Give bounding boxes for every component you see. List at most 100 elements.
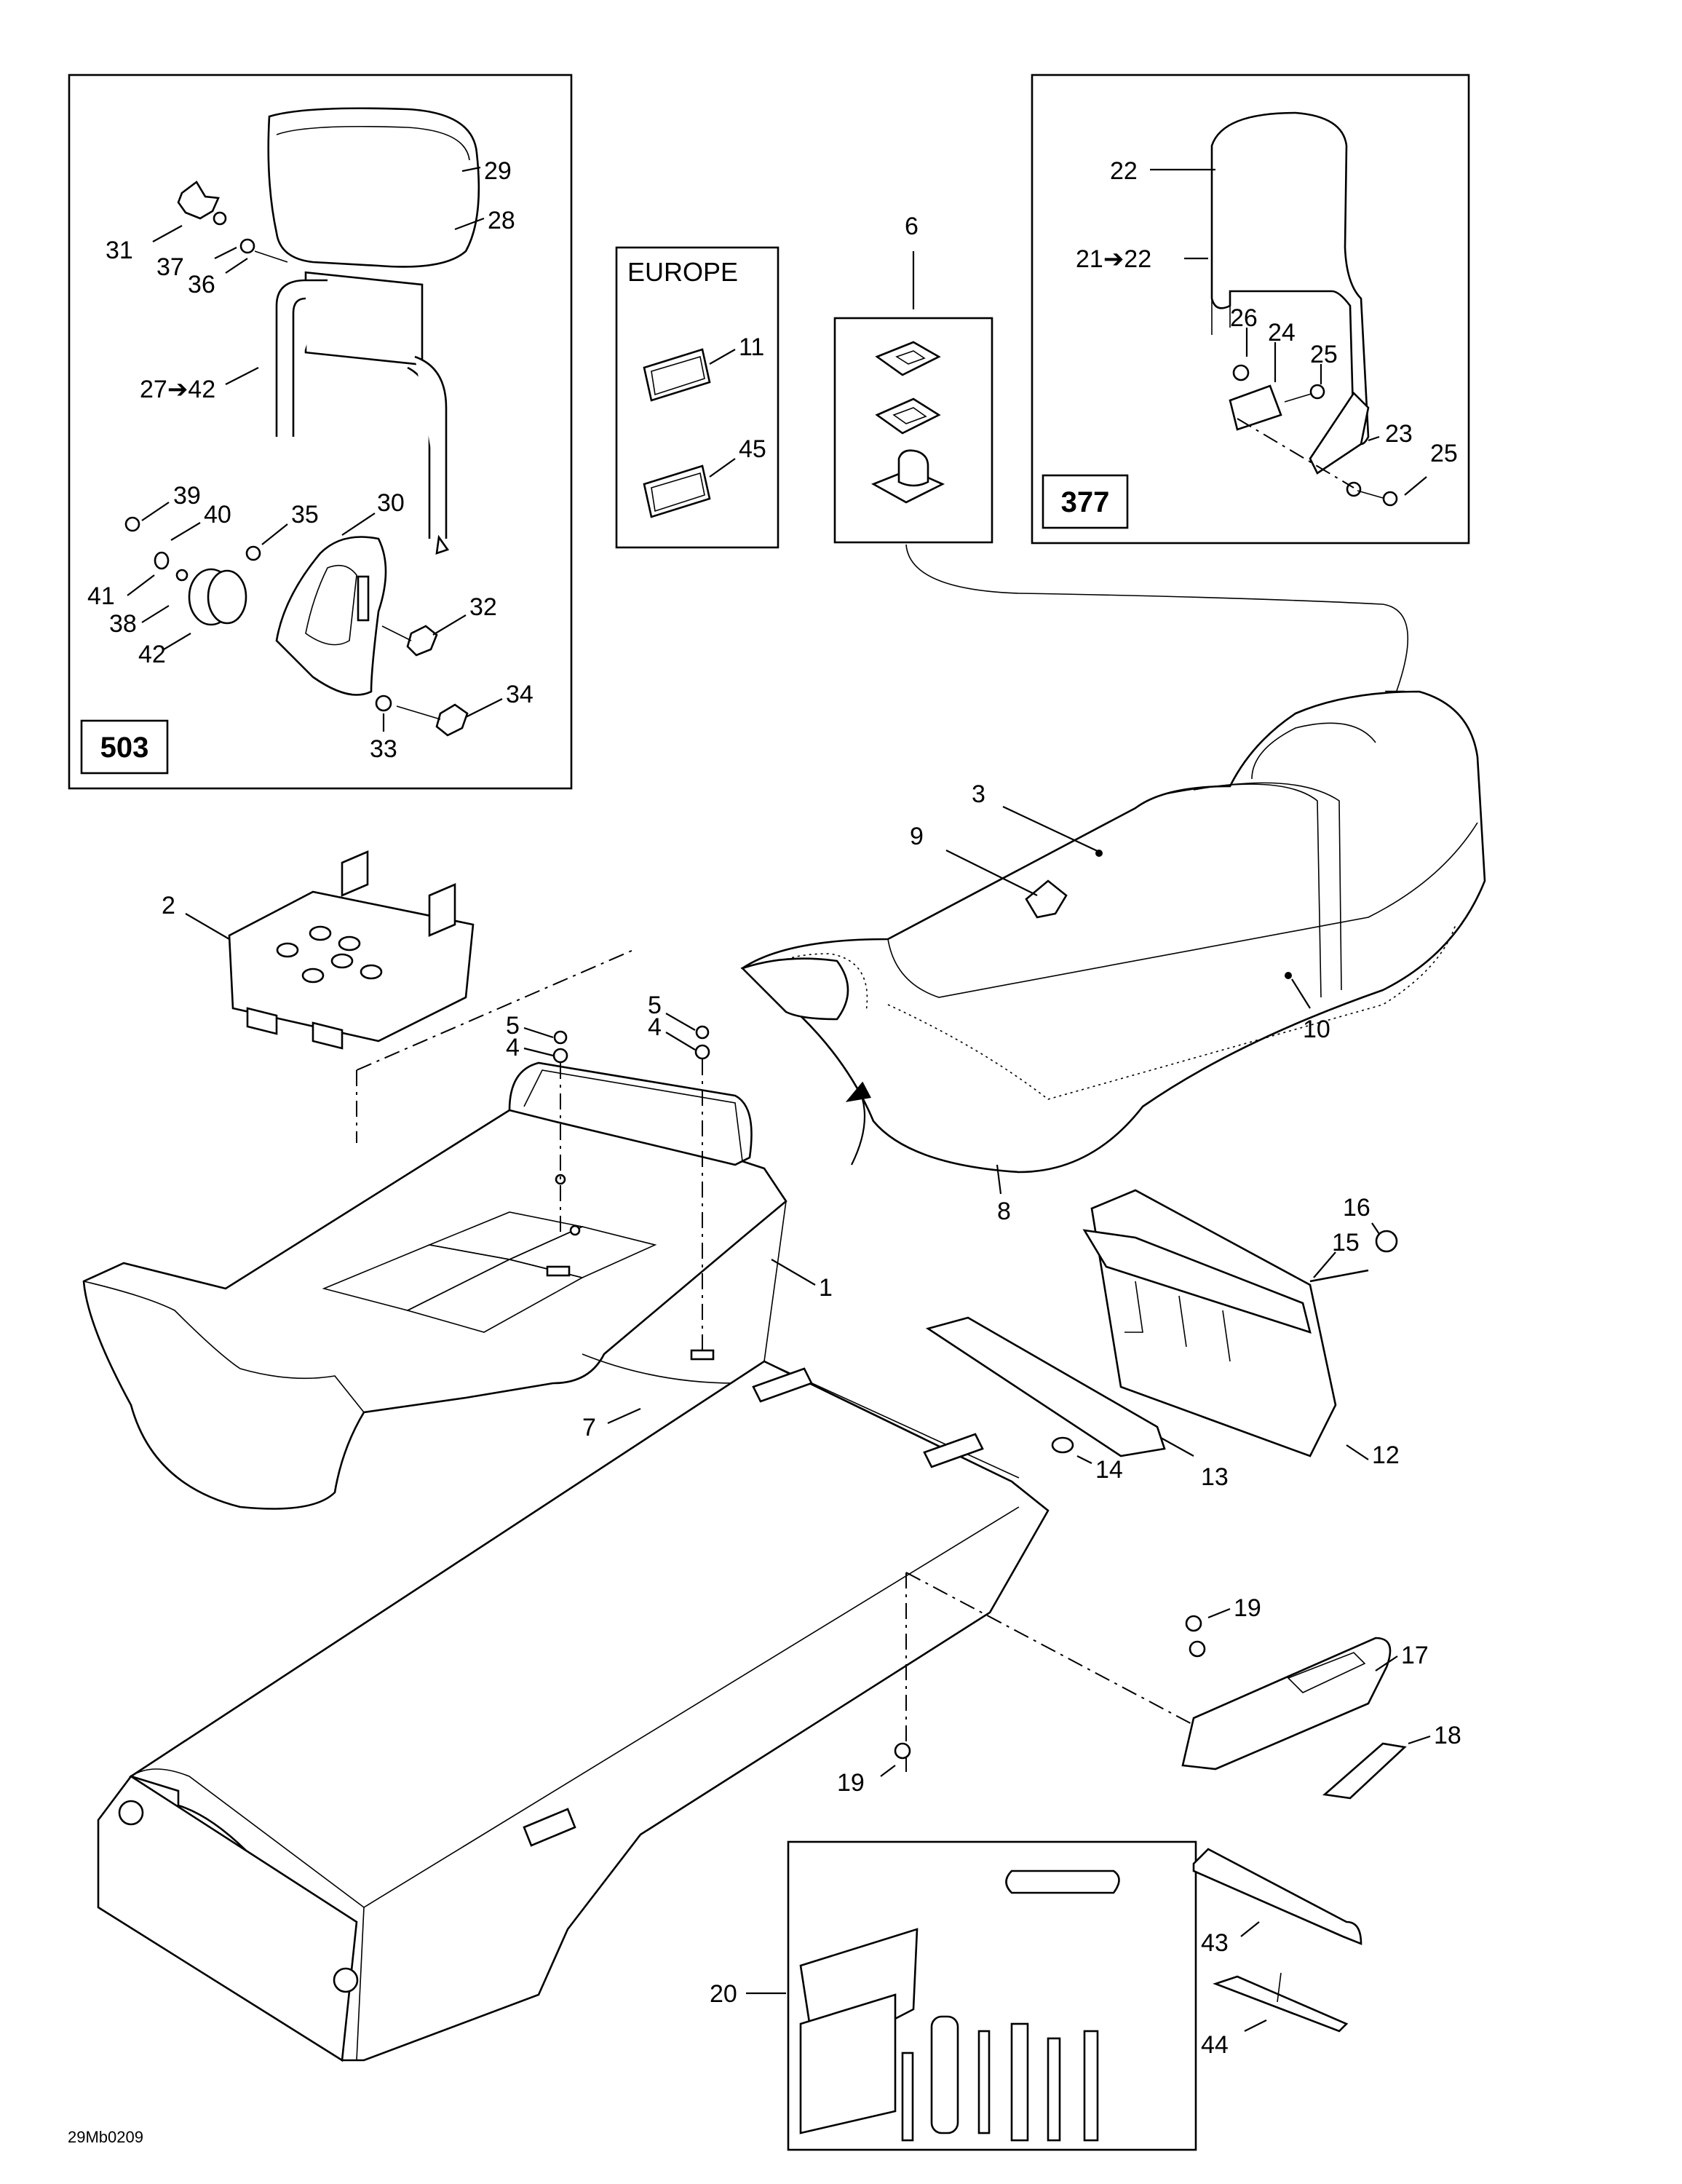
seat-assembly: 3 9 10 8 [740, 690, 1486, 1225]
callout-31: 31 [106, 237, 133, 264]
nut-35 [245, 545, 261, 561]
callout-21: 21➔22 [1076, 245, 1151, 273]
loose-tools: 43 44 [1192, 1848, 1362, 2059]
box-code-503: 503 [100, 732, 149, 764]
gasket [875, 341, 941, 376]
callout-43: 43 [1201, 1929, 1229, 1957]
diagram-code: 29Mb0209 [68, 2128, 143, 2146]
reflector-18 [1322, 1742, 1407, 1800]
washer-36 [239, 238, 255, 254]
callout-4-left: 4 [506, 1034, 520, 1061]
callout-13: 13 [1201, 1463, 1229, 1491]
callout-12: 12 [1372, 1441, 1400, 1469]
callout-3: 3 [972, 780, 985, 808]
callout-23: 23 [1385, 420, 1413, 448]
callout-11: 11 [739, 333, 764, 361]
knob-34 [435, 703, 469, 737]
callout-24: 24 [1268, 319, 1296, 347]
nut-5-right [695, 1025, 710, 1040]
callout-18: 18 [1434, 1722, 1461, 1749]
switch-kit-box: 6 [833, 213, 993, 544]
seat-end-cap [740, 957, 849, 1021]
callout-7: 7 [582, 1414, 596, 1441]
callout-5-right: 5 [648, 992, 662, 1019]
callout-45: 45 [739, 435, 766, 463]
tray-plate [228, 890, 475, 1042]
callout-5-left: 5 [506, 1012, 520, 1040]
callout-22: 22 [1110, 157, 1138, 185]
bolt-25-b [1382, 491, 1398, 507]
washer-4-left [552, 1048, 568, 1064]
screw-19-b [1189, 1640, 1206, 1658]
pin-15 [1309, 1269, 1369, 1283]
pin-tool [1047, 2037, 1061, 2142]
tool-kit-box: 20 [710, 1840, 1197, 2151]
callout-8: 8 [997, 1198, 1011, 1225]
tool-44 [1213, 1975, 1349, 2033]
callout-28: 28 [488, 207, 515, 234]
callout-15: 15 [1332, 1229, 1360, 1257]
backrest-kit-377-box: 377 22 21➔22 26 24 25 23 25 [1031, 74, 1470, 545]
spark-plug-wrench [930, 2015, 959, 2134]
europe-title: EUROPE [627, 257, 738, 287]
decal-45 [643, 464, 711, 518]
plate [875, 397, 941, 435]
snow-flap-assembly: 15 16 13 14 12 [925, 1189, 1400, 1491]
callout-27: 27➔42 [140, 376, 215, 403]
callout-20: 20 [710, 1980, 737, 2008]
tunnel [97, 1360, 1209, 2062]
washer-14 [1051, 1436, 1074, 1454]
callout-41: 41 [87, 582, 115, 610]
wrench-43 [1192, 1848, 1362, 1945]
tunnel-hole-right [333, 1967, 359, 1993]
switch-body [897, 449, 929, 487]
washer-33 [375, 695, 392, 712]
callout-4-right: 4 [648, 1013, 662, 1041]
callout-35: 35 [291, 501, 319, 529]
spacer-41 [154, 551, 170, 570]
lock-9 [1025, 879, 1068, 919]
washer-38 [175, 569, 189, 582]
callout-16: 16 [1343, 1194, 1370, 1222]
decal-11 [643, 348, 711, 402]
bracket-23 [1309, 391, 1370, 475]
callout-14: 14 [1095, 1456, 1123, 1484]
hook-tool [1010, 2022, 1029, 2142]
bottom-pan-1: 5 4 5 4 1 7 [82, 992, 833, 1510]
callout-9: 9 [910, 823, 924, 850]
nut-5-left [553, 1030, 568, 1045]
flap-bar [1082, 1229, 1312, 1334]
callout-38: 38 [109, 610, 137, 638]
backrest-tube-left [275, 279, 328, 437]
belt-coil [1005, 1870, 1120, 1894]
tray-2: 2 [162, 850, 634, 1143]
plug-socket [1083, 2030, 1099, 2142]
screw-19-c [894, 1742, 911, 1760]
pan-storage-box [508, 1061, 753, 1166]
callout-29: 29 [484, 157, 512, 185]
wrench [977, 2030, 991, 2134]
backrest-kit-503-box: 503 [68, 74, 573, 790]
nut-26 [1232, 364, 1250, 381]
callout-33: 33 [370, 735, 397, 763]
callout-34: 34 [506, 681, 533, 708]
grip-assembly: 19 17 18 19 [837, 1594, 1461, 1800]
bolt-25-a [1309, 384, 1325, 400]
washer-4-right [694, 1044, 710, 1060]
callout-6: 6 [905, 213, 919, 240]
callout-40: 40 [204, 501, 231, 529]
callout-2: 2 [162, 892, 175, 919]
backrest-377 [1210, 111, 1370, 446]
callout-37: 37 [156, 253, 184, 281]
callout-25-bottom: 25 [1430, 440, 1458, 467]
grip-17 [1181, 1637, 1392, 1770]
callout-17: 17 [1401, 1642, 1429, 1669]
callout-42: 42 [138, 641, 166, 668]
ring-16 [1375, 1230, 1398, 1253]
backrest-pad [267, 107, 480, 268]
callout-30: 30 [377, 489, 405, 517]
callout-1: 1 [819, 1274, 833, 1302]
knob-31 [177, 181, 220, 220]
side-bracket-30 [275, 536, 387, 696]
